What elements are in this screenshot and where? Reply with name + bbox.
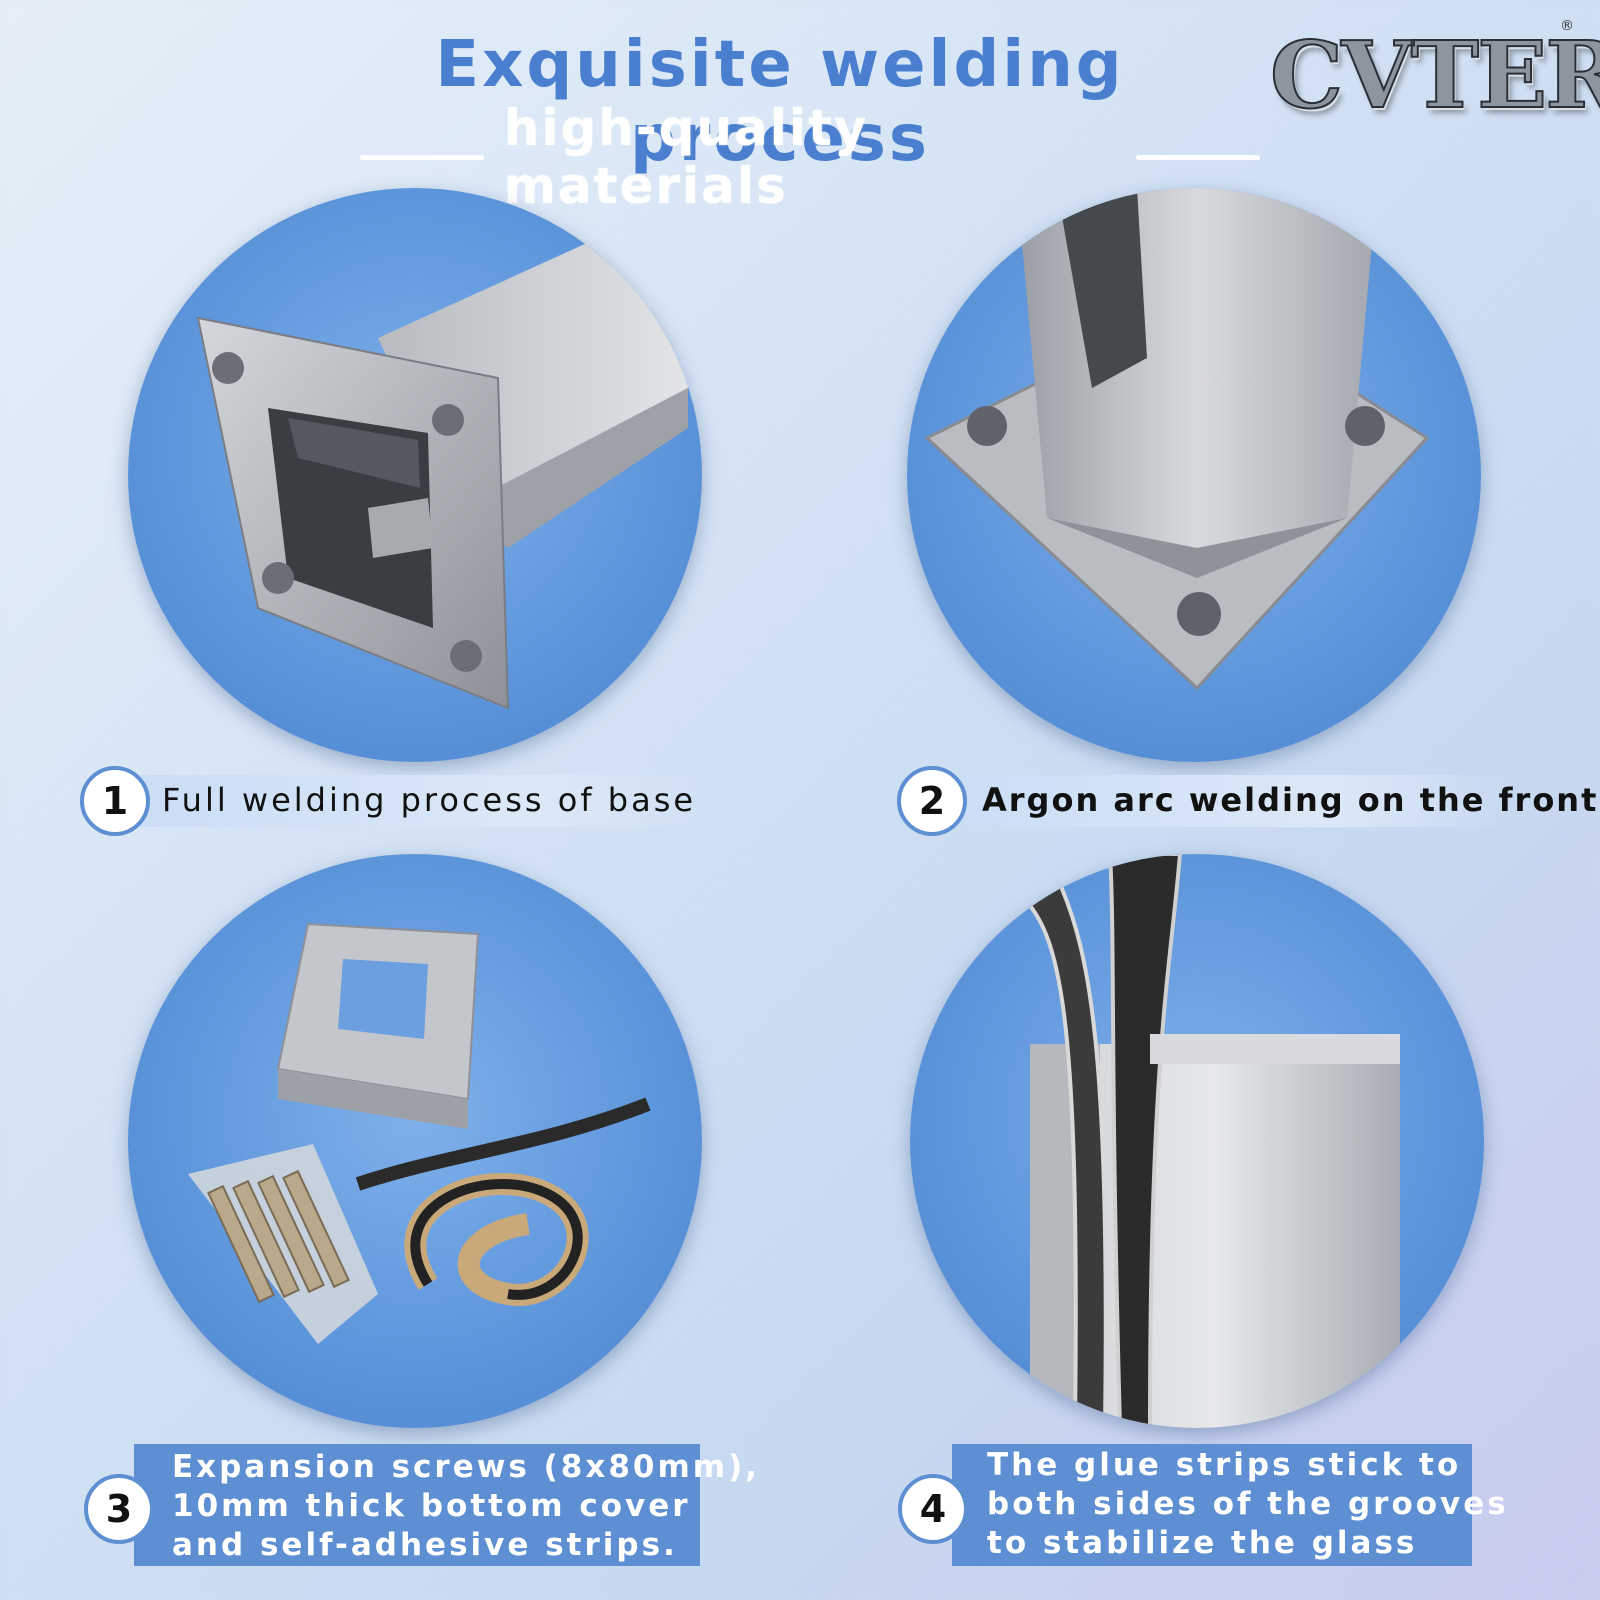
panel-3-number-badge: 3 [84,1474,154,1544]
panel-2-number-badge: 2 [897,766,967,836]
panel-3-caption-line-3: and self-adhesive strips. [172,1527,678,1563]
panel-3-caption: Expansion screws (8x80mm), 10mm thick bo… [172,1448,760,1565]
panel-4-caption-line-1: The glue strips stick to [987,1447,1462,1483]
panel-3-caption-line-2: 10mm thick bottom cover [172,1488,691,1524]
panel-2-caption-bar [912,775,1512,827]
panel-4-image-circle [910,854,1484,1428]
page-title: Exquisite welding process [435,28,1125,176]
brand-logo: CVTER [1269,20,1600,130]
subtitle-row: high-quality materials [360,99,1260,215]
panel-4-caption-line-2: both sides of the grooves [987,1486,1509,1522]
post-top-with-glue-strips-illustration [1016,854,1400,1428]
square-post-base-plate-angled-illustration [196,238,688,710]
panel-1-caption: Full welding process of base [162,781,696,819]
registered-mark: ® [1560,18,1574,34]
panel-2-caption: Argon arc welding on the front [982,781,1598,819]
subtitle-divider-right [1136,154,1260,160]
panel-1-number-badge: 1 [80,766,150,836]
panel-3-image-circle [128,854,702,1428]
square-post-on-diamond-base-plate-illustration [924,188,1430,691]
panel-4-number-badge: 4 [898,1474,968,1544]
panel-4-caption-line-3: to stabilize the glass [987,1525,1418,1561]
panel-1-image-circle [128,188,702,762]
panel-1-caption-line: Full welding process of base [162,781,697,819]
subtitle-divider-left [360,154,484,160]
panel-2-image-circle [907,188,1481,762]
panel-4-caption: The glue strips stick to both sides of t… [987,1446,1509,1563]
panel-2-caption-line: Argon arc welding on the front [982,781,1599,819]
page-subtitle: high-quality materials [503,99,869,215]
panel-3-caption-bar [134,1444,700,1566]
panel-4-caption-bar [952,1444,1472,1566]
panel-3-caption-line-1: Expansion screws (8x80mm), [172,1449,761,1485]
cover-screws-and-strips-illustration [188,922,651,1344]
panel-1-caption-bar [110,775,710,827]
